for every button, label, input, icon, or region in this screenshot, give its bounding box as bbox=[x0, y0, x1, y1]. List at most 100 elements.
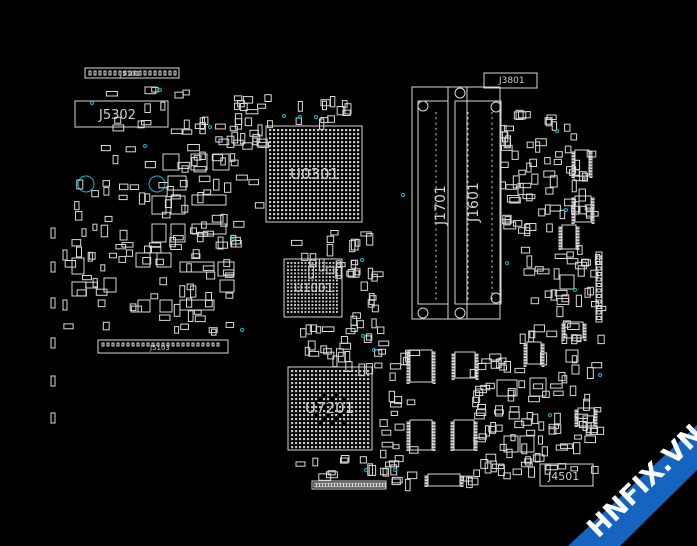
ic-pin bbox=[561, 329, 565, 332]
passive-component bbox=[545, 117, 552, 127]
ic-pin bbox=[432, 439, 436, 442]
label-j3801[interactable]: J3801 bbox=[498, 76, 525, 86]
passive-component bbox=[332, 355, 338, 368]
bga-ball bbox=[309, 161, 312, 164]
passive-component bbox=[254, 202, 265, 209]
passive-component bbox=[350, 259, 357, 269]
label-u7201[interactable]: U7201 bbox=[305, 399, 354, 417]
ic-outline bbox=[409, 349, 433, 383]
passive-component bbox=[76, 289, 87, 297]
ic-pin bbox=[450, 442, 454, 445]
mount-hole bbox=[454, 307, 466, 319]
label-u0301[interactable]: U0301 bbox=[290, 165, 339, 183]
passive-component bbox=[142, 257, 152, 265]
label-j1601[interactable]: J1601 bbox=[466, 182, 482, 223]
bga-ball bbox=[305, 189, 308, 192]
ic-pin bbox=[406, 445, 410, 448]
passive-component bbox=[220, 157, 226, 166]
bga-ball bbox=[345, 209, 348, 212]
ic-pin bbox=[475, 377, 479, 380]
label-u1001[interactable]: U1001 bbox=[294, 281, 333, 295]
passive-component bbox=[561, 294, 570, 303]
bga-ball bbox=[305, 129, 308, 132]
bga-ball bbox=[281, 149, 284, 152]
passive-component bbox=[571, 364, 580, 375]
bga-ball bbox=[335, 398, 338, 401]
via bbox=[158, 88, 162, 92]
passive-component bbox=[374, 349, 383, 357]
bga-ball bbox=[297, 173, 300, 176]
passive-component bbox=[544, 204, 551, 215]
connector-pin bbox=[116, 342, 120, 347]
bga-ball bbox=[315, 422, 318, 425]
bga-ball bbox=[336, 307, 338, 310]
label-j1701[interactable]: J1701 bbox=[433, 185, 449, 226]
label-j4501[interactable]: J4501 bbox=[547, 470, 579, 483]
ic-pin bbox=[406, 433, 410, 436]
label-j5302[interactable]: J5302 bbox=[98, 108, 136, 123]
bga-ball bbox=[355, 390, 358, 393]
bga-ball bbox=[315, 311, 317, 313]
bga-ball bbox=[339, 430, 342, 433]
bga-ball bbox=[325, 300, 328, 303]
passive-component bbox=[524, 223, 531, 237]
bga-ball bbox=[305, 217, 308, 220]
bga-ball bbox=[313, 209, 316, 212]
bga-ball bbox=[287, 304, 289, 306]
connector-j5101-outline bbox=[84, 67, 180, 79]
passive-component bbox=[392, 444, 400, 450]
bga-ball bbox=[341, 201, 344, 204]
passive-component bbox=[531, 173, 539, 185]
bga-ball bbox=[319, 446, 322, 449]
bga-ball bbox=[311, 283, 314, 285]
label-j5103[interactable]: J5103 bbox=[149, 344, 170, 352]
bga-ball bbox=[307, 386, 310, 389]
passive-component bbox=[337, 351, 346, 363]
bga-ball bbox=[335, 390, 338, 393]
bga-ball bbox=[313, 133, 316, 136]
ic-pin bbox=[451, 371, 455, 374]
bga-ball bbox=[297, 197, 300, 200]
bga-ball bbox=[290, 297, 293, 299]
bga-ball bbox=[329, 286, 331, 289]
bga-ball bbox=[343, 442, 346, 445]
passive-component bbox=[406, 399, 416, 406]
bga-ball bbox=[315, 304, 317, 306]
bga-ball bbox=[311, 269, 314, 271]
label-j5101[interactable]: J5101 bbox=[119, 70, 140, 78]
passive-component bbox=[584, 204, 595, 211]
passive-component bbox=[213, 178, 220, 191]
bga-ball bbox=[325, 173, 328, 176]
bga-ball bbox=[297, 165, 300, 168]
bga-ball bbox=[351, 398, 354, 401]
passive-component bbox=[557, 463, 567, 470]
passive-component bbox=[100, 264, 106, 272]
bga-ball bbox=[289, 181, 292, 184]
bga-ball bbox=[301, 213, 304, 216]
bga-ball bbox=[322, 279, 324, 282]
bga-ball bbox=[353, 165, 356, 168]
bga-ball bbox=[336, 304, 338, 306]
passive-component bbox=[130, 305, 143, 313]
passive-component bbox=[363, 335, 372, 343]
passive-component bbox=[380, 449, 387, 459]
bga-ball bbox=[273, 185, 276, 188]
bga-ball bbox=[291, 398, 294, 401]
component-outlines bbox=[50, 67, 607, 492]
bga-ball bbox=[269, 145, 272, 148]
bga-ball bbox=[311, 378, 314, 381]
bga-ball bbox=[297, 283, 300, 285]
ic-pin bbox=[424, 481, 428, 484]
bga-ball bbox=[295, 430, 298, 433]
passive-component bbox=[308, 350, 320, 357]
ic-pin bbox=[576, 229, 580, 232]
bga-ball bbox=[357, 145, 360, 148]
passive-component bbox=[225, 322, 235, 328]
bga-ball bbox=[281, 137, 284, 140]
bga-ball bbox=[318, 276, 321, 278]
bga-ball bbox=[277, 153, 280, 156]
bga-ball bbox=[289, 149, 292, 152]
ic-pin bbox=[571, 151, 575, 154]
passive-component bbox=[555, 444, 568, 451]
bga-ball bbox=[345, 137, 348, 140]
